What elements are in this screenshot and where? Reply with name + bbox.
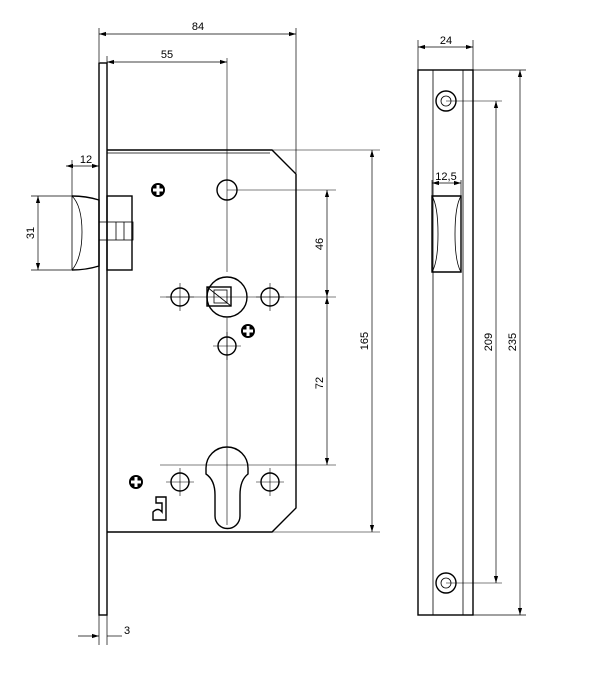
dimension-label: 31 [25,227,37,239]
rivet-icon [129,475,143,489]
dimension-24: 24 [417,35,474,70]
dimension-72: 72 [314,297,330,465]
screw-hole [213,332,241,360]
strike-opening [431,195,462,273]
screw-hole [166,283,194,311]
dimension-55: 55 [106,49,227,65]
dimension-label: 46 [314,238,326,250]
dimension-209: 209 [446,100,502,584]
latch-bolt [71,195,134,271]
dimension-label: 3 [124,625,130,637]
dimension-label: 24 [440,35,452,47]
dimension-12-5: 12,5 [431,171,462,196]
dimension-label: 209 [483,333,495,351]
dimension-12: 12 [66,154,99,196]
dimension-label: 72 [314,377,326,389]
rivet-icon [241,324,255,338]
dimension-3: 3 [78,615,130,645]
dimension-31: 31 [25,195,72,271]
dimension-label: 12 [80,154,92,166]
dimension-label: 165 [359,332,371,350]
faceplate [417,69,474,616]
faceplate-front-view [417,69,474,616]
dimension-235: 235 [473,69,526,616]
lock-side-view [71,58,380,616]
forend-plate [98,62,108,616]
lever-notch [152,496,167,521]
lock-case [107,149,297,533]
screw-hole [256,283,284,311]
dimension-46: 46 [314,190,330,297]
dimension-165: 165 [359,150,375,532]
rivet-icon [151,183,165,197]
dimension-label: 235 [507,333,519,351]
dimension-label: 55 [161,49,173,61]
dimension-label: 84 [192,21,204,33]
dimension-84: 84 [98,21,297,173]
dimension-label: 12,5 [435,171,456,183]
screw-hole [256,468,284,496]
screw-hole [166,468,194,496]
